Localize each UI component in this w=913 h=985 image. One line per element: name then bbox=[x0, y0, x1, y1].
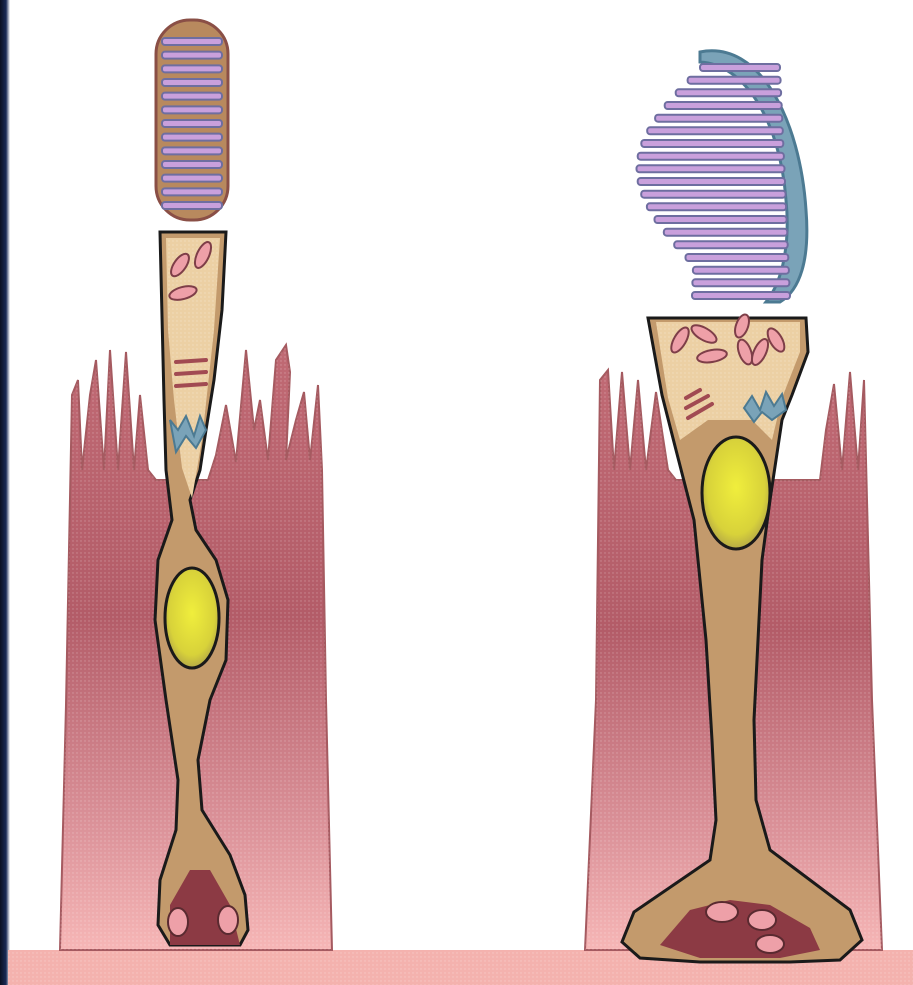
rod-disc bbox=[162, 134, 222, 141]
rod-disc bbox=[162, 38, 222, 45]
cone-disc bbox=[700, 64, 780, 71]
cone-disc bbox=[641, 140, 783, 147]
cone-disc bbox=[655, 115, 782, 122]
cone-vesicle-3 bbox=[756, 935, 784, 953]
cone-disc bbox=[655, 216, 787, 223]
rod-disc bbox=[162, 106, 222, 113]
cone-nucleus bbox=[702, 437, 770, 549]
cone-disc bbox=[664, 229, 788, 236]
cone-vesicle-1 bbox=[706, 902, 738, 922]
cone-disc bbox=[641, 191, 785, 198]
cone-disc bbox=[692, 292, 790, 299]
cone-disc bbox=[674, 241, 788, 248]
rod-disc bbox=[162, 52, 222, 59]
cone-disc bbox=[638, 178, 785, 185]
cone-vesicle-2 bbox=[748, 910, 776, 930]
rod-disc bbox=[162, 120, 222, 127]
rod-disc bbox=[162, 161, 222, 168]
cone-disc bbox=[676, 89, 781, 96]
rod-disc bbox=[162, 147, 222, 154]
rod-disc bbox=[162, 65, 222, 72]
cone-disc bbox=[637, 165, 785, 172]
cone-disc bbox=[647, 203, 786, 210]
cone-disc bbox=[665, 102, 782, 109]
rod-disc bbox=[162, 93, 222, 100]
cone-disc bbox=[688, 77, 781, 84]
rod-disc bbox=[162, 188, 222, 195]
rod-vesicle-left bbox=[168, 908, 188, 936]
cone-disc bbox=[647, 127, 783, 134]
cone-disc bbox=[638, 153, 784, 160]
rod-disc bbox=[162, 202, 222, 209]
rod-disc bbox=[162, 175, 222, 182]
rod-vesicle-right bbox=[218, 906, 238, 934]
rod-nucleus bbox=[165, 568, 219, 668]
cone-disc bbox=[686, 254, 789, 261]
cone-disc bbox=[693, 267, 789, 274]
rod-disc bbox=[162, 79, 222, 86]
cone-disc bbox=[692, 279, 789, 286]
